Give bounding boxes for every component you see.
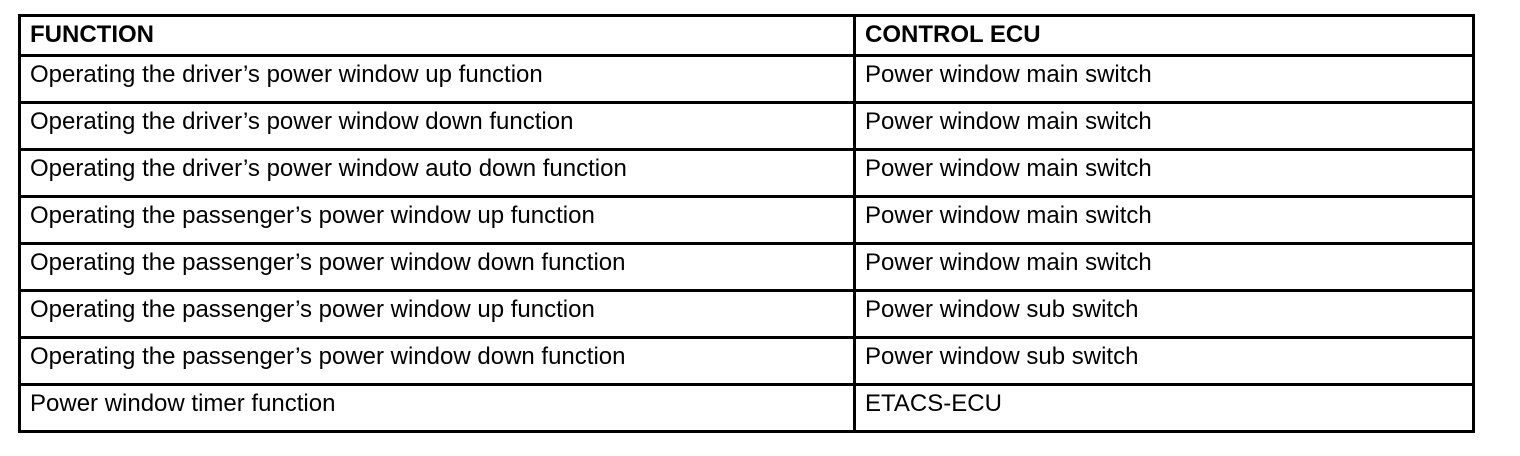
function-cell: Operating the passenger’s power window d… [18,336,856,386]
ecu-cell: Power window main switch [853,101,1475,151]
table-header-row: FUNCTION CONTROL ECU [18,14,1475,57]
ecu-cell: ETACS-ECU [853,383,1475,433]
function-cell: Operating the passenger’s power window d… [18,242,856,292]
column-header-control-ecu: CONTROL ECU [853,14,1475,57]
function-cell: Operating the driver’s power window auto… [18,148,856,198]
function-ecu-table: FUNCTION CONTROL ECU Operating the drive… [18,14,1475,433]
ecu-cell: Power window sub switch [853,336,1475,386]
ecu-cell: Power window main switch [853,195,1475,245]
ecu-cell: Power window main switch [853,54,1475,104]
function-cell: Power window timer function [18,383,856,433]
table-row: Operating the passenger’s power window u… [18,195,1475,245]
table-row: Operating the driver’s power window auto… [18,148,1475,198]
ecu-cell: Power window main switch [853,148,1475,198]
function-cell: Operating the driver’s power window up f… [18,54,856,104]
function-cell: Operating the passenger’s power window u… [18,289,856,339]
table-row: Operating the driver’s power window up f… [18,54,1475,104]
ecu-cell: Power window sub switch [853,289,1475,339]
table-row: Operating the passenger’s power window d… [18,336,1475,386]
table-row: Operating the passenger’s power window u… [18,289,1475,339]
table-row: Operating the passenger’s power window d… [18,242,1475,292]
function-cell: Operating the passenger’s power window u… [18,195,856,245]
table-row: Power window timer function ETACS-ECU [18,383,1475,433]
table-row: Operating the driver’s power window down… [18,101,1475,151]
ecu-cell: Power window main switch [853,242,1475,292]
function-cell: Operating the driver’s power window down… [18,101,856,151]
column-header-function: FUNCTION [18,14,856,57]
